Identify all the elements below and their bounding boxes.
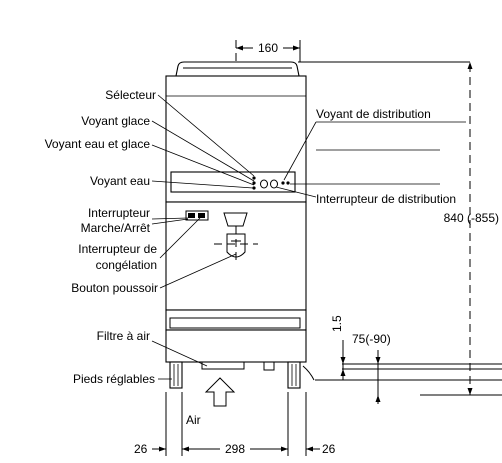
left-foot — [169, 361, 183, 389]
voyant-distribution-light — [281, 181, 285, 185]
label-congelation-2: congélation — [96, 258, 157, 272]
label-voyant-eau: Voyant eau — [90, 174, 150, 188]
air-filter — [201, 361, 245, 370]
display-panel — [170, 171, 296, 193]
dim-right-margin: 26 — [322, 442, 336, 456]
power-switch — [185, 210, 209, 221]
voyant-glace-light — [252, 176, 256, 180]
label-interrupteur-1: Interrupteur — [88, 206, 150, 220]
label-interrupteur-2: Marche/Arrêt — [81, 221, 151, 235]
voyant-eau-light — [252, 186, 256, 190]
dim-left-margin: 26 — [134, 442, 148, 456]
left-leaders — [151, 94, 255, 380]
dim-base-width: 298 — [225, 442, 245, 456]
label-air: Air — [186, 413, 201, 427]
label-voyant-eau-glace: Voyant eau et glace — [45, 137, 151, 151]
dispense-switch — [270, 179, 278, 189]
dim-leg: 75(-90) — [352, 332, 391, 346]
dim-gap: 1.5 — [330, 315, 344, 332]
label-voyant-distribution: Voyant de distribution — [316, 107, 431, 121]
label-filtre-air: Filtre à air — [97, 329, 150, 343]
base-tray — [165, 309, 307, 331]
right-foot — [287, 361, 301, 389]
dispenser-machine — [165, 61, 315, 389]
label-bouton-poussoir: Bouton poussoir — [71, 281, 158, 295]
dim-top-offset: 160 — [258, 41, 278, 55]
dim-height: 840 (-855) — [444, 211, 499, 225]
right-leaders — [275, 121, 466, 198]
selector-knob — [260, 179, 268, 189]
label-pieds-reglables: Pieds réglables — [73, 372, 155, 386]
push-button — [226, 233, 246, 258]
dispense-nozzle — [223, 212, 248, 227]
top-lid — [175, 61, 300, 77]
label-voyant-glace: Voyant glace — [81, 114, 150, 128]
label-interrupteur-distribution: Interrupteur de distribution — [316, 192, 456, 206]
label-selecteur: Sélecteur — [105, 88, 156, 102]
label-congelation-1: Interrupteur de — [78, 242, 157, 256]
